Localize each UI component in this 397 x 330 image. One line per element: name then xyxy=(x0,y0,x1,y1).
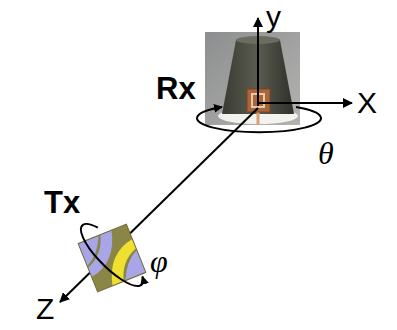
device-label: Tx xyxy=(44,186,80,220)
axis-label: X xyxy=(357,86,377,119)
axis-label: Z xyxy=(36,292,54,325)
x-axis xyxy=(258,102,352,104)
axis-label: y xyxy=(266,0,281,33)
phi-rotation-arrow xyxy=(73,219,148,294)
y-axis xyxy=(257,18,259,106)
tx-patch-antenna xyxy=(78,224,146,292)
device-label: Rx xyxy=(156,72,196,106)
angle-label: φ xyxy=(150,244,168,279)
rx-photo xyxy=(205,32,300,125)
z-axis xyxy=(60,108,258,302)
angle-label: θ xyxy=(318,136,334,171)
theta-rotation-arrow xyxy=(197,107,321,132)
